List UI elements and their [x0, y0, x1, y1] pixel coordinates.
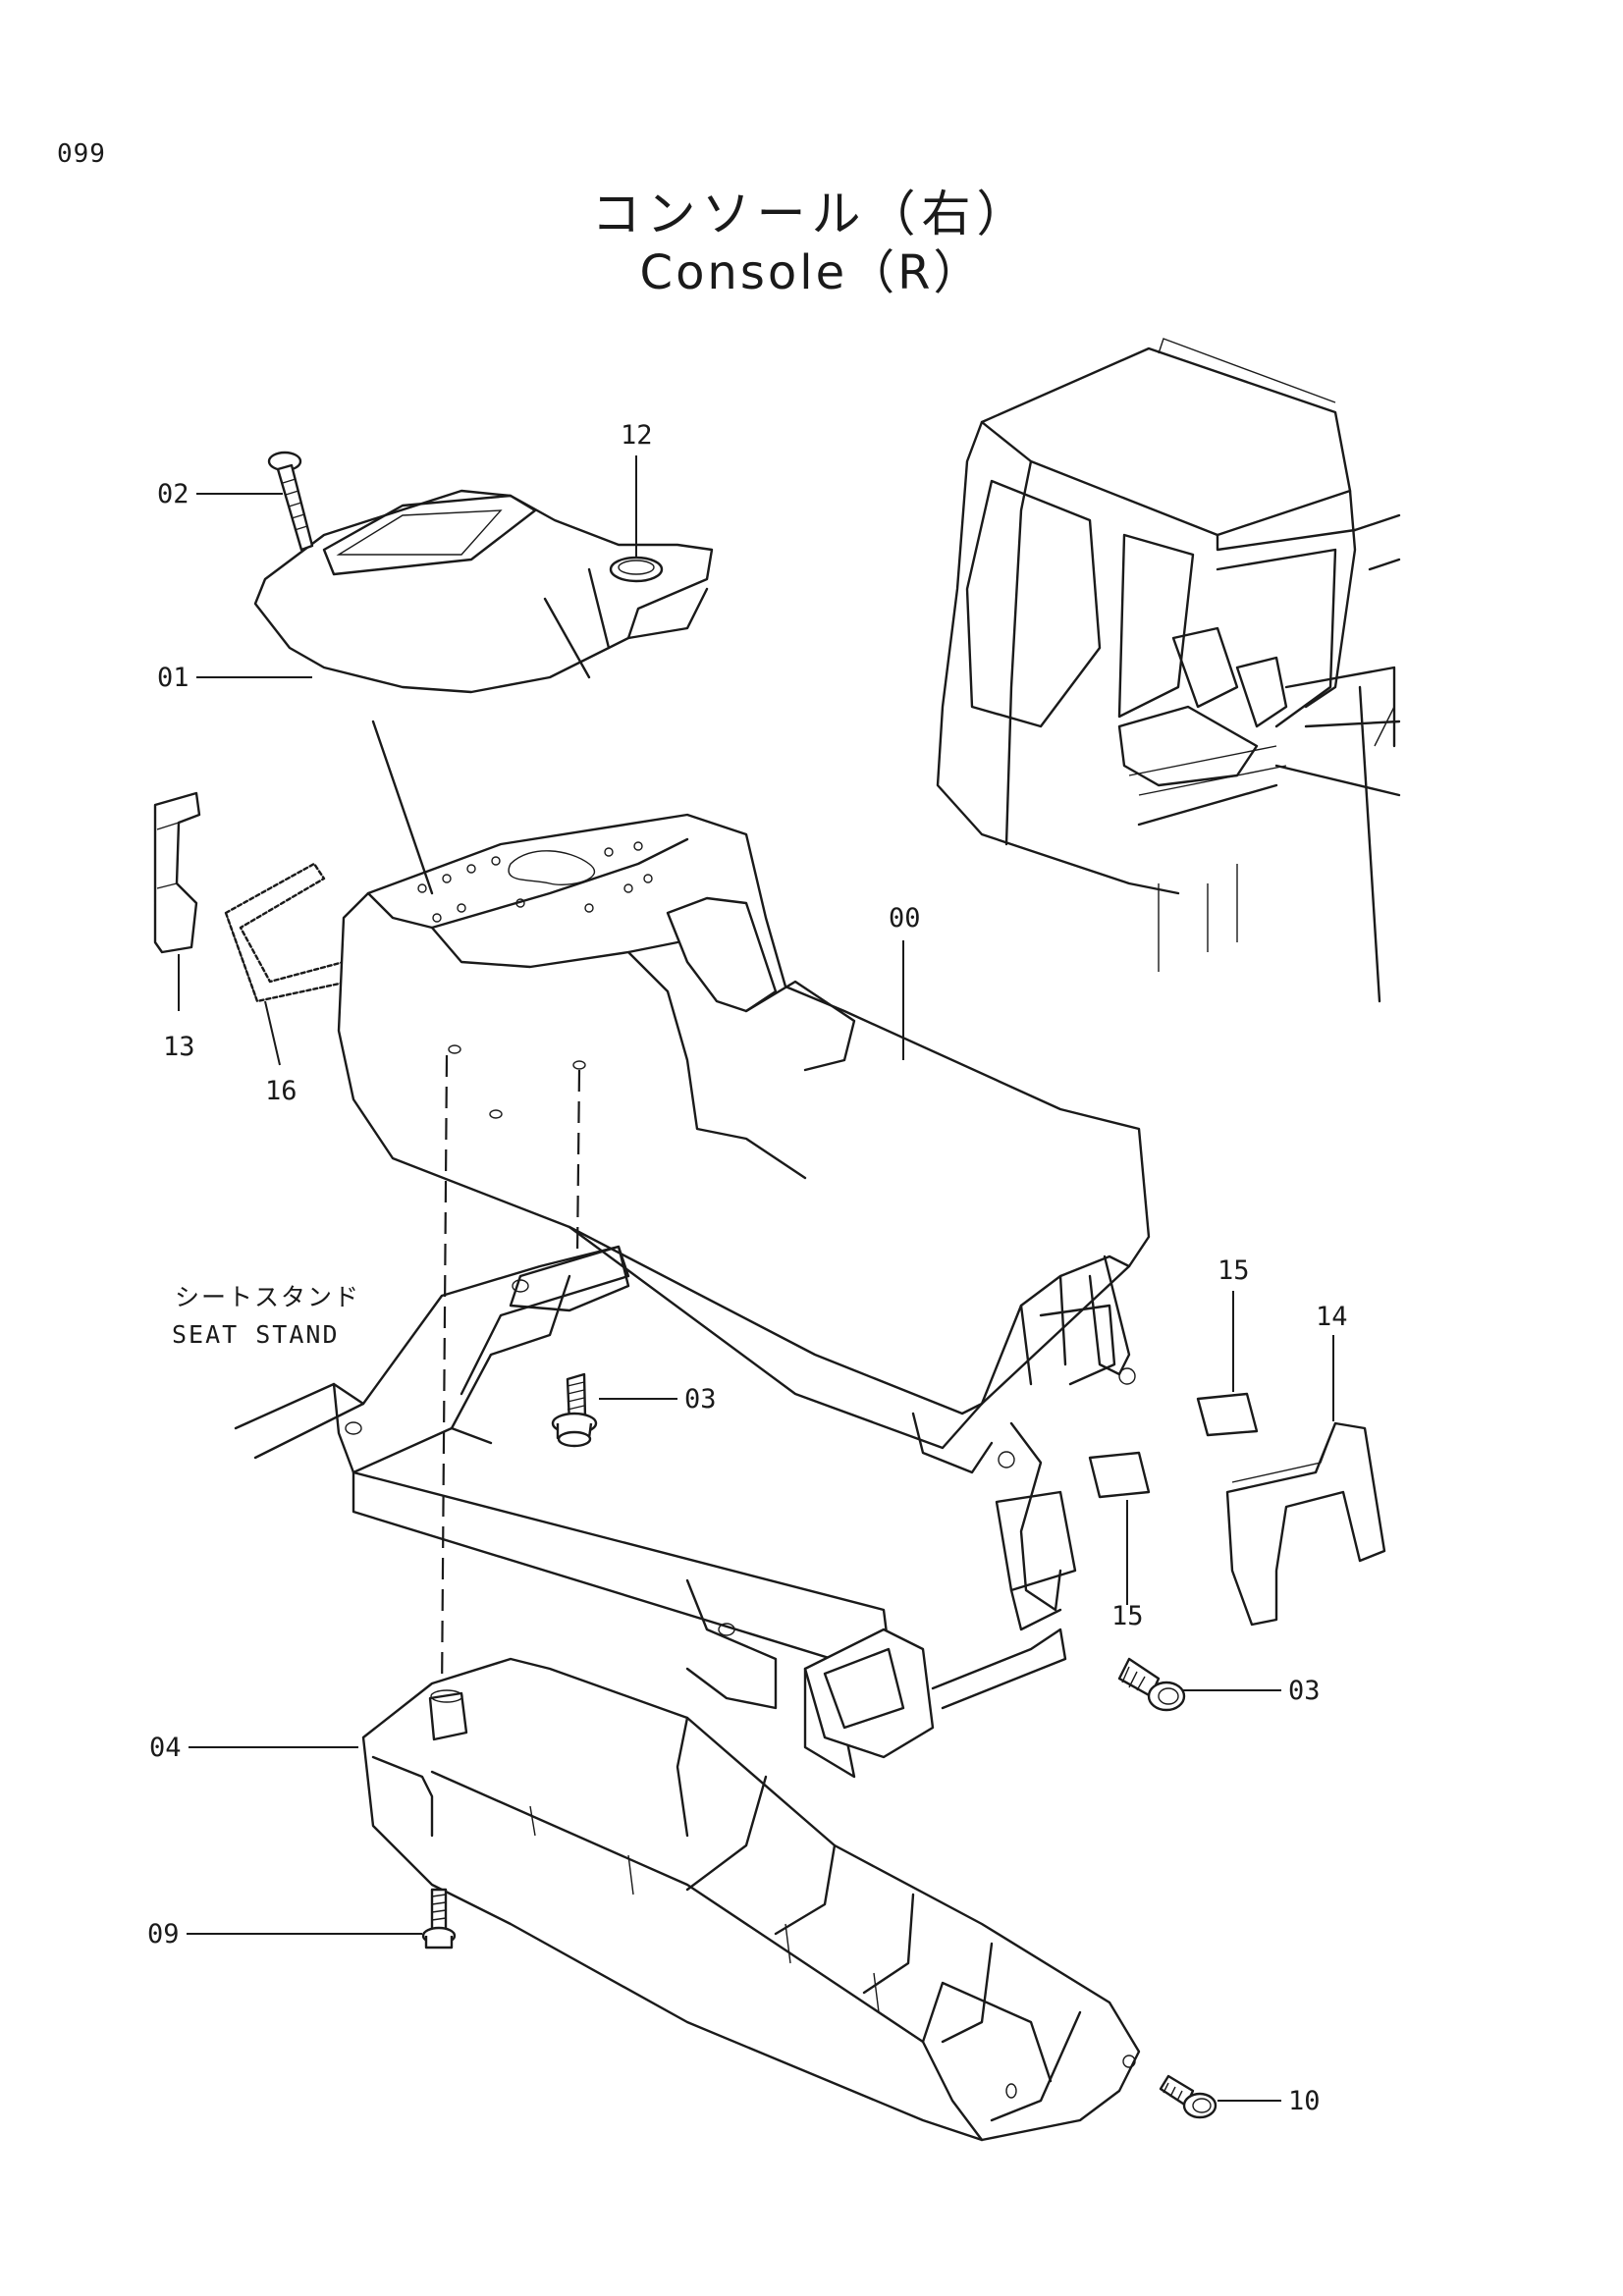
callout-16: 16 [265, 1076, 298, 1106]
cab-overview-illustration [936, 338, 1401, 1003]
title-japanese: コンソール（右） [591, 186, 1032, 242]
part-14-u-cover [1225, 1421, 1386, 1627]
callout-10: 10 [1288, 2086, 1321, 2116]
seat-stand-label-jp: シートスタンド [175, 1283, 360, 1311]
callout-03-upper: 03 [684, 1384, 717, 1415]
callout-02: 02 [157, 479, 189, 509]
title-english: Console（R） [639, 245, 984, 300]
callout-03-lower: 03 [1288, 1676, 1321, 1706]
callout-13: 13 [163, 1032, 195, 1062]
part-01-upper-cover [253, 489, 714, 694]
callout-15-upper: 15 [1217, 1255, 1250, 1286]
seat-stand-label-en: SEAT STAND [172, 1320, 340, 1349]
callout-14: 14 [1316, 1302, 1348, 1332]
part-16-seal [224, 862, 351, 1003]
part-13-bracket [153, 791, 201, 954]
callout-09: 09 [147, 1919, 180, 1949]
part-02-screw [267, 451, 314, 552]
callout-00: 00 [889, 903, 921, 934]
part-09-screw [421, 1888, 457, 1949]
part-15-pad-upper [1196, 1392, 1259, 1437]
callout-15-lower: 15 [1111, 1601, 1144, 1631]
part-15-pad-lower [1088, 1451, 1151, 1499]
part-03-bolt-lower [1117, 1657, 1186, 1712]
page-number: 099 [57, 139, 106, 169]
leader-16 [264, 1000, 281, 1066]
callout-04: 04 [149, 1733, 182, 1763]
seat-stand-frame [234, 1245, 1077, 1779]
part-00-main-console [337, 813, 1151, 1474]
callout-01: 01 [157, 663, 189, 693]
part-04-lower-tray [361, 1657, 1141, 2142]
callout-12: 12 [621, 420, 653, 451]
part-03-bolt-upper [551, 1372, 598, 1448]
alignment-line-left [440, 1054, 449, 1699]
part-10-bolt [1159, 2074, 1217, 2119]
